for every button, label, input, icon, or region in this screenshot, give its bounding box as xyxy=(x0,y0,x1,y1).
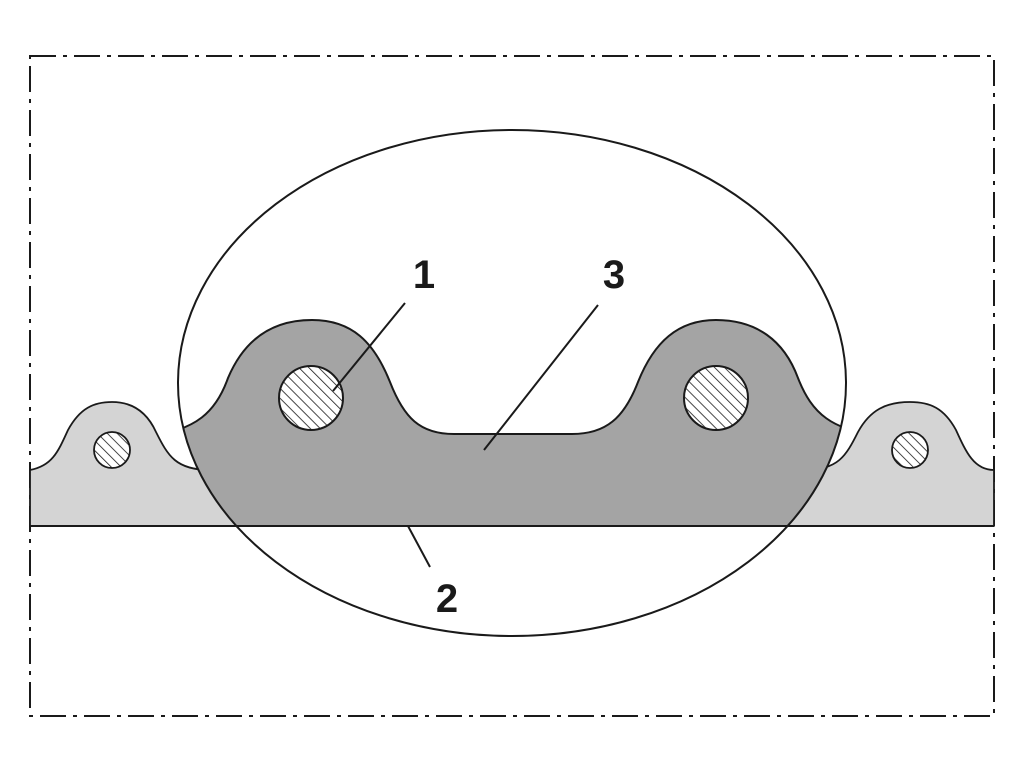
hose-wall-detail xyxy=(178,319,846,527)
wire-helix-detail-right xyxy=(683,365,749,431)
wire-helix-overview-left xyxy=(93,431,131,469)
leader-line-2 xyxy=(407,525,431,568)
callout-number-3: 3 xyxy=(603,253,625,297)
magnified-detail xyxy=(178,319,846,527)
magnifier-ellipse xyxy=(177,129,847,637)
leader-line-1 xyxy=(332,302,406,392)
wire-helix-detail-left xyxy=(278,365,344,431)
leader-line-3 xyxy=(483,304,599,451)
frame-border xyxy=(29,55,995,717)
wire-helix-overview-right xyxy=(891,431,929,469)
callout-number-2: 2 xyxy=(436,577,458,621)
callout-number-1: 1 xyxy=(413,253,435,297)
